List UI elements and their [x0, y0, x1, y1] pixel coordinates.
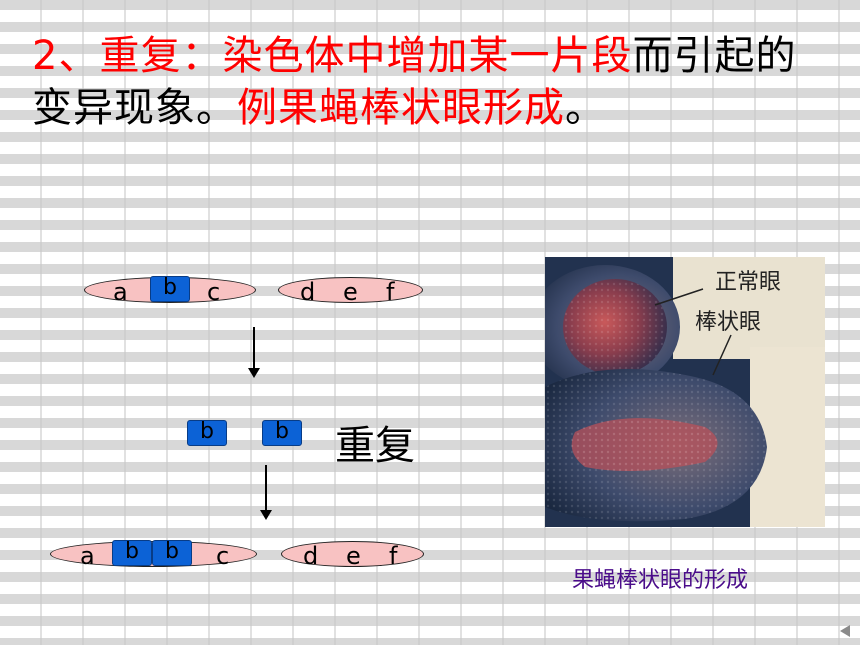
- title-definition-highlight: 染色体中增加某一片段: [222, 33, 633, 79]
- photo-label-normal: 正常眼: [715, 270, 781, 295]
- gene-label: c: [216, 542, 230, 570]
- photo-caption: 果蝇棒状眼的形成: [572, 568, 749, 593]
- fruit-fly-eye-image: 正常眼 棒状眼: [545, 257, 825, 527]
- slide-title: 2、重复：染色体中增加某一片段而引起的变异现象。例果蝇棒状眼形成。: [32, 30, 832, 134]
- gene-label: a: [113, 278, 128, 306]
- gene-label: f: [389, 542, 398, 570]
- title-example: 例果蝇棒状眼形成: [237, 85, 565, 131]
- gene-label: d: [303, 542, 319, 570]
- bottom-right-chromosome: [281, 541, 424, 567]
- photo-label-bar: 棒状眼: [695, 310, 761, 335]
- duplication-label: 重复: [335, 423, 415, 469]
- arrow-line: [253, 327, 255, 369]
- duplicated-segment: b: [112, 540, 152, 566]
- gene-label: e: [346, 542, 361, 570]
- duplicated-segment: b: [187, 420, 227, 446]
- gene-label: c: [207, 278, 221, 306]
- title-definition-rest: 而引起的变异现象。: [32, 33, 797, 131]
- previous-slide-icon[interactable]: [840, 625, 850, 637]
- fruit-fly-eye-photo: 正常眼 棒状眼: [545, 257, 825, 527]
- duplicated-segment: b: [150, 276, 190, 302]
- gene-label: e: [343, 278, 358, 306]
- gene-label: f: [386, 278, 395, 306]
- arrow-line: [265, 465, 267, 510]
- title-end: 。: [565, 85, 606, 131]
- gene-label: d: [300, 278, 316, 306]
- duplicated-segment: b: [262, 420, 302, 446]
- duplicated-segment: b: [152, 540, 192, 566]
- title-heading: 2、重复：: [32, 33, 223, 79]
- down-arrow-icon: [248, 368, 260, 378]
- top-right-chromosome: [278, 277, 423, 303]
- gene-label: a: [80, 542, 95, 570]
- down-arrow-icon: [260, 510, 272, 520]
